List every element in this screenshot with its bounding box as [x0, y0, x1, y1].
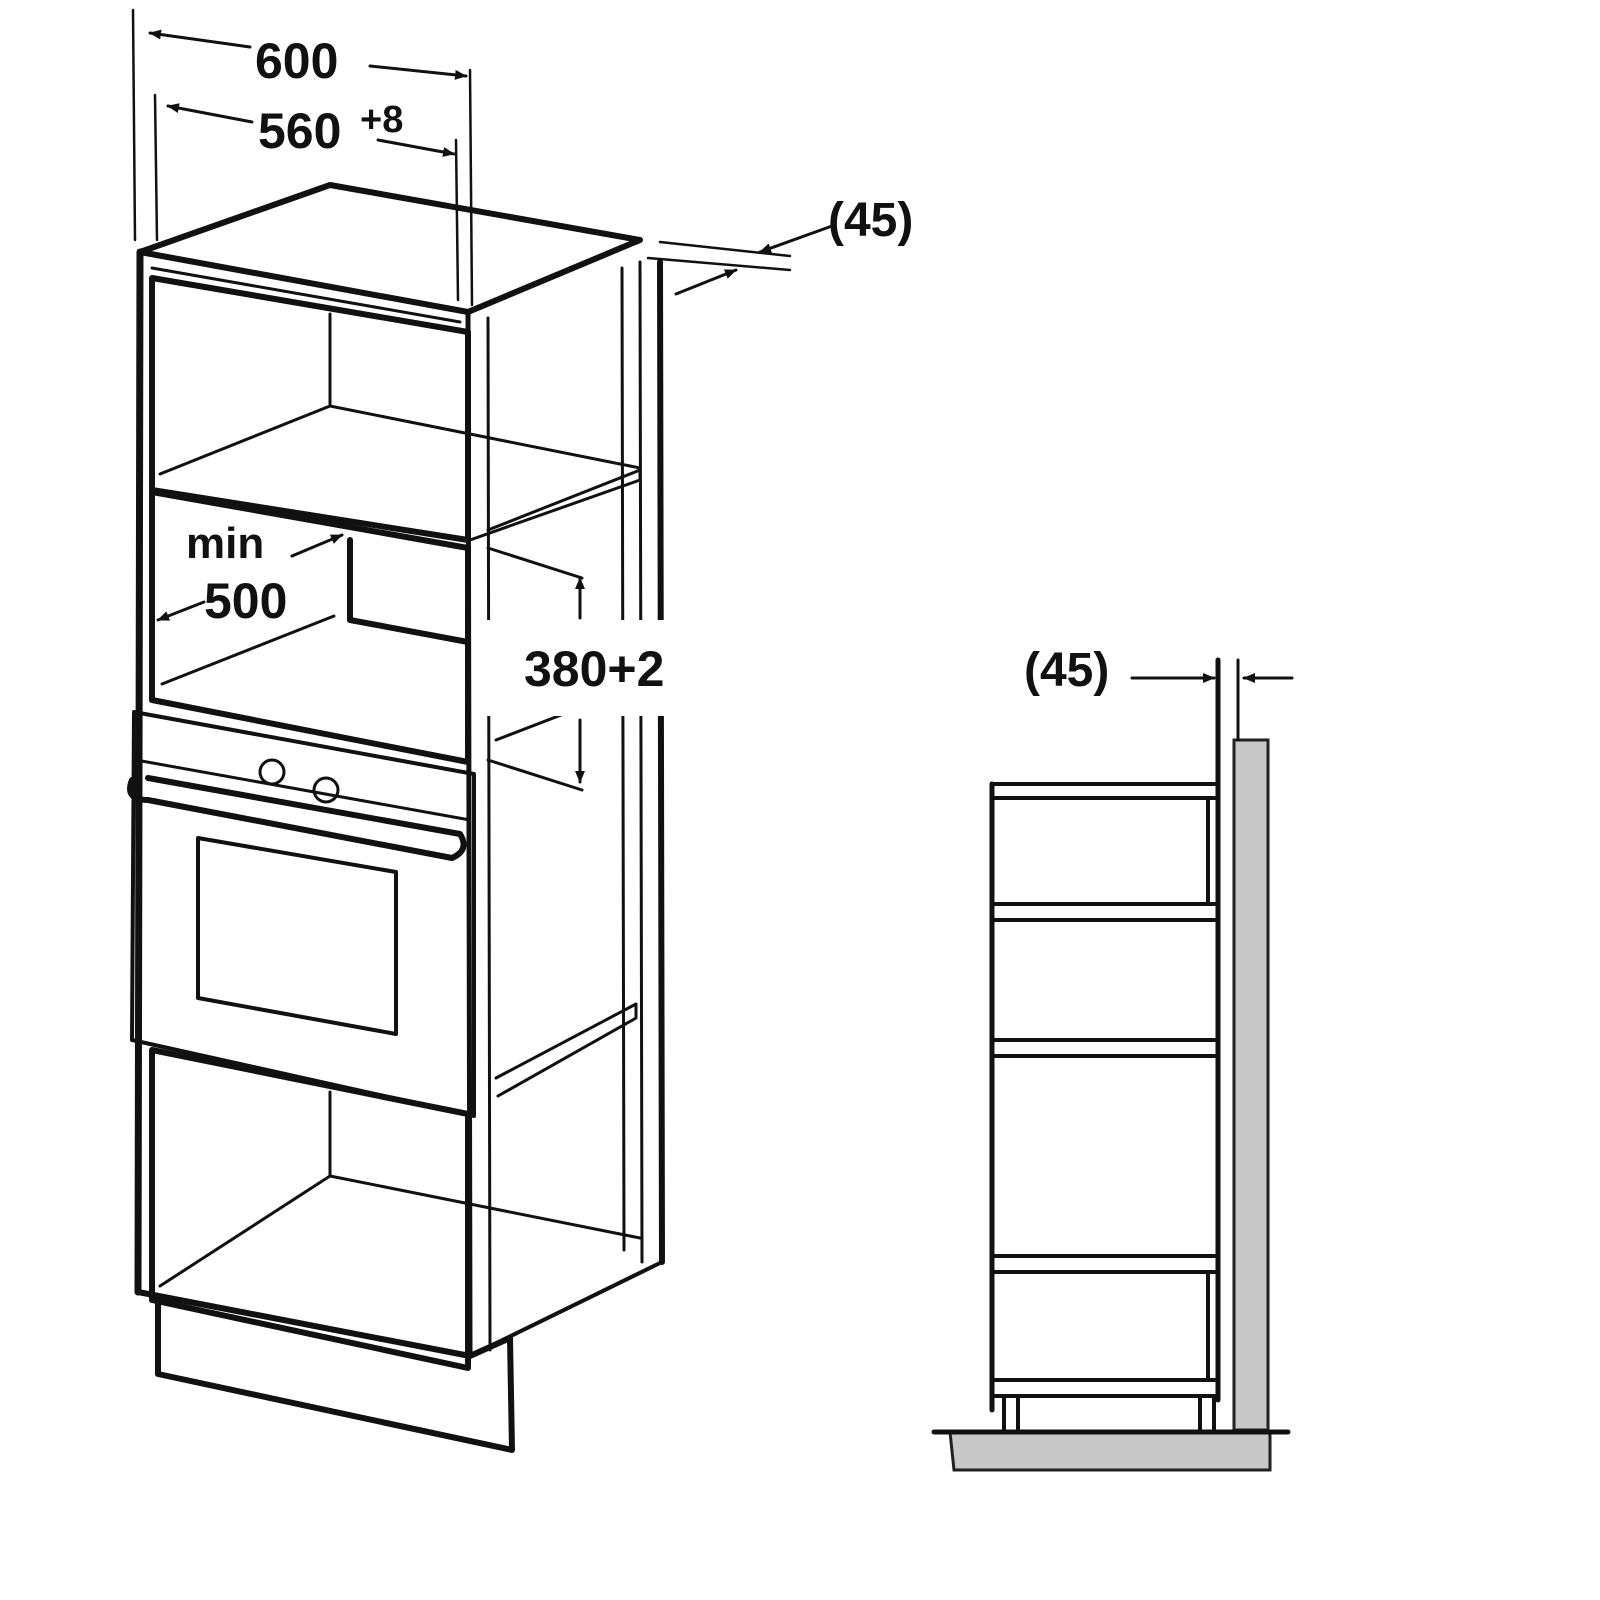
width-inner-arrow-left — [166, 103, 254, 124]
width-outer-arrow-left — [148, 29, 252, 49]
section-shelf-bottom — [990, 1378, 1220, 1398]
rear-gap-top-arrow-1 — [758, 224, 834, 254]
section-shelf-top — [990, 782, 1220, 800]
oven-handle — [127, 775, 467, 861]
tall-cabinet — [127, 182, 665, 1453]
width-outer-arrow-right — [368, 64, 468, 80]
lower-compartment — [149, 1047, 642, 1371]
oven-knob-right — [312, 776, 340, 804]
depth-arrow-right — [290, 533, 344, 558]
depth-min-word: min — [186, 519, 264, 568]
width-inner-tolerance: +8 — [360, 99, 403, 141]
width-inner-arrow-right — [376, 138, 456, 157]
microwave-niche — [149, 489, 602, 792]
rear-gap-top-label: (45) — [828, 194, 913, 247]
width-outer-label: 600 — [255, 33, 338, 89]
section-shelf-2 — [990, 902, 1220, 922]
rear-gap-side-label: (45) — [1024, 644, 1109, 697]
depth-arrow-left — [156, 600, 206, 622]
floor-section — [948, 1430, 1272, 1472]
depth-min-value: 500 — [204, 573, 287, 629]
dimension-lines — [131, 8, 834, 784]
oven-knob-left — [258, 758, 286, 786]
width-inner-label: 560 — [258, 103, 341, 159]
dimension-labels: 600 560 +8 (45) min 500 380+2 (45) — [186, 33, 1109, 697]
oven-window — [196, 836, 398, 1036]
section-shelf-4 — [990, 1254, 1220, 1274]
side-section-view — [931, 657, 1294, 1472]
section-shelf-3 — [990, 1038, 1220, 1058]
niche-height-label: 380+2 — [524, 641, 664, 697]
rear-gap-top-arrow-2 — [674, 268, 738, 296]
wall-section — [1232, 738, 1270, 1432]
upper-compartment — [149, 275, 642, 543]
oven — [127, 710, 638, 1118]
